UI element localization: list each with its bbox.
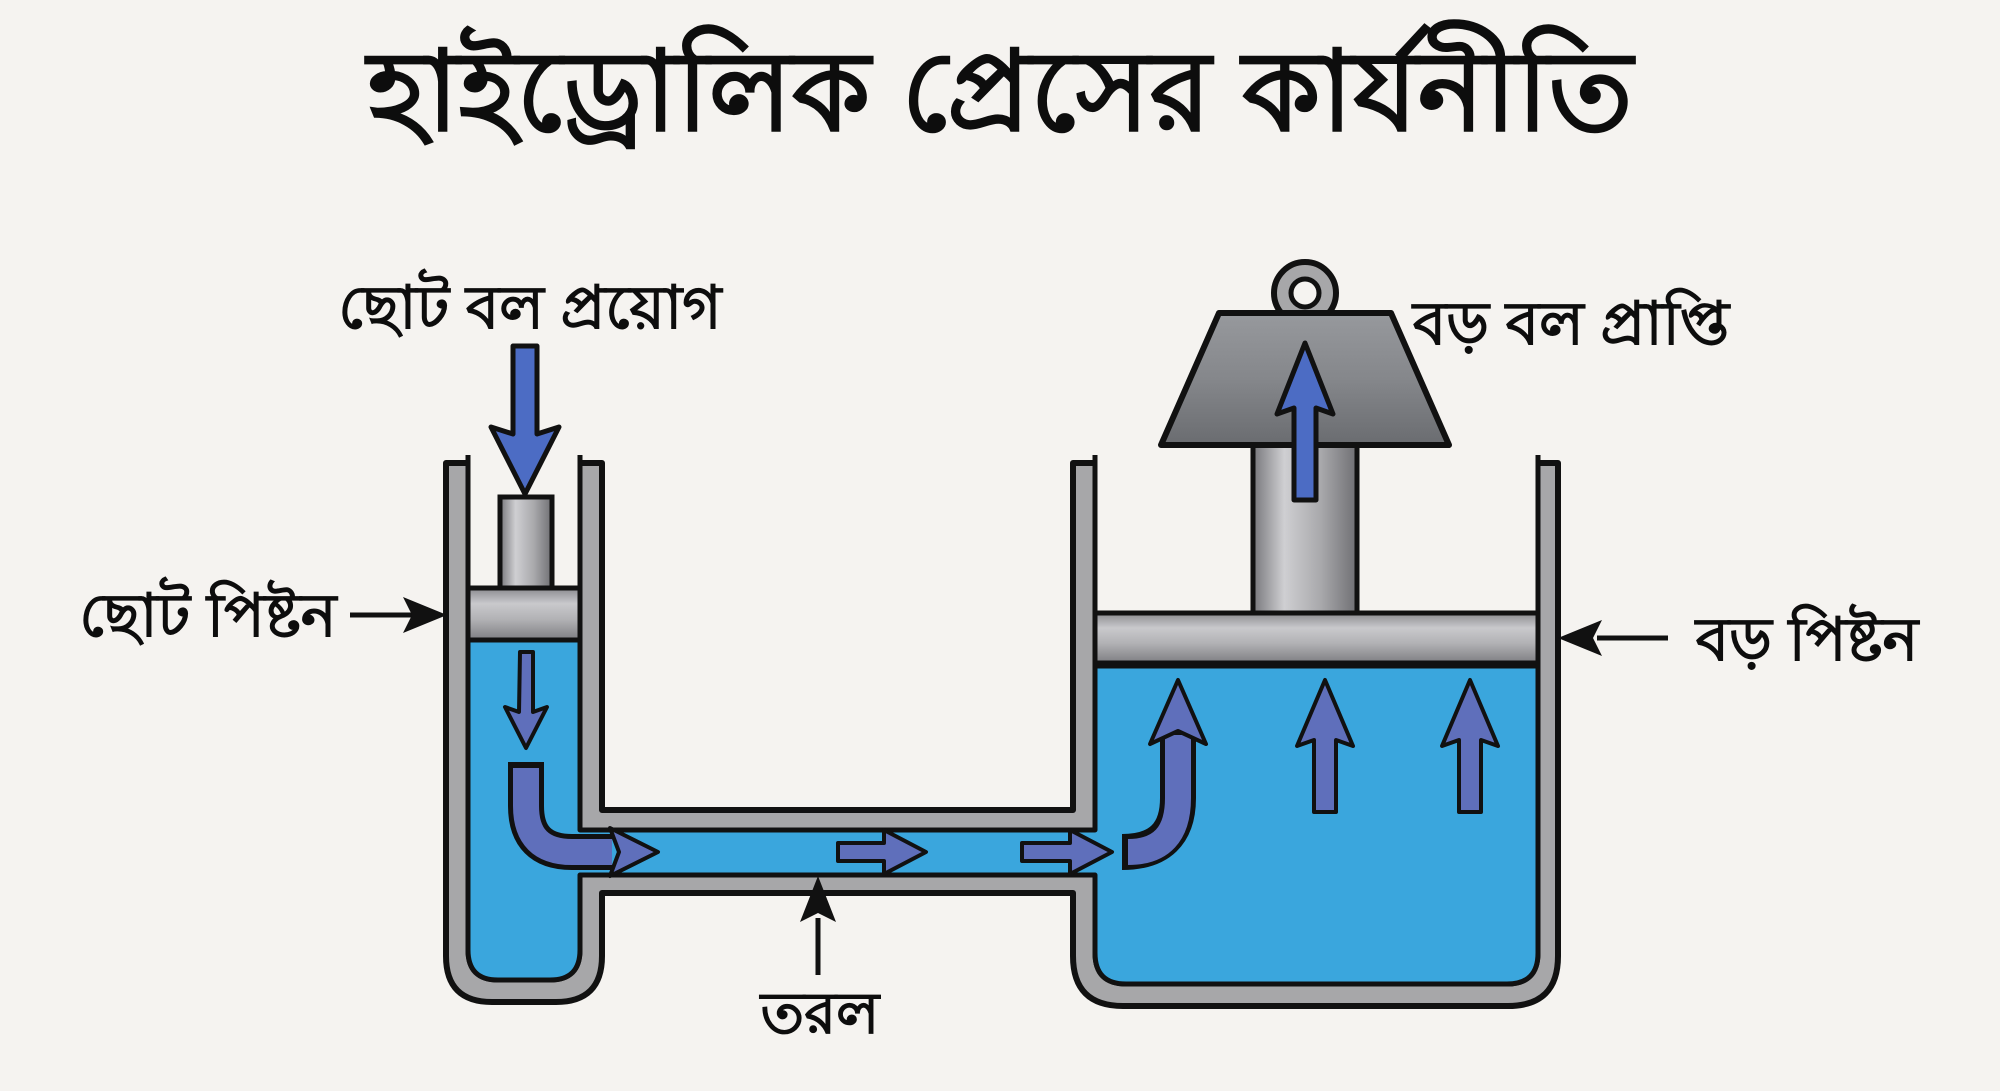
small-piston-head [465, 585, 583, 643]
flow-curve-right-icon [1121, 678, 1208, 870]
liquid-flow-down-arrow-icon [503, 650, 549, 750]
output-force-arrow-icon [1274, 340, 1336, 503]
small-piston-rod [497, 494, 555, 595]
pressure-up-arrow-icon [1295, 678, 1355, 814]
small-piston-pointer-icon [350, 597, 447, 633]
flow-curve-left-icon [508, 762, 660, 878]
liquid-pointer-icon [800, 876, 836, 975]
small-piston-label: ছোট পিষ্টন [79, 576, 338, 649]
big-piston-pointer-icon [1558, 620, 1668, 656]
applied-force-arrow-icon [488, 343, 562, 497]
big-force-label: বড় বল প্রাপ্তি [1411, 287, 1732, 357]
big-piston-label: বড় পিষ্টন [1694, 602, 1921, 673]
weight-ring-hole [1288, 276, 1322, 310]
pressure-up-arrow-icon [1440, 678, 1500, 814]
liquid-label: তরল [759, 981, 881, 1046]
small-force-label: ছোট বল প্রয়োগ [338, 268, 724, 341]
hydraulic-liquid [465, 637, 1541, 987]
pipe-flow-arrow-icon [836, 828, 928, 876]
diagram-title: হাইড্রোলিক প্রেসের কার্যনীতি [363, 19, 1636, 154]
inlet-flow-arrow-icon [1020, 828, 1114, 876]
large-piston-plate [1092, 610, 1541, 666]
